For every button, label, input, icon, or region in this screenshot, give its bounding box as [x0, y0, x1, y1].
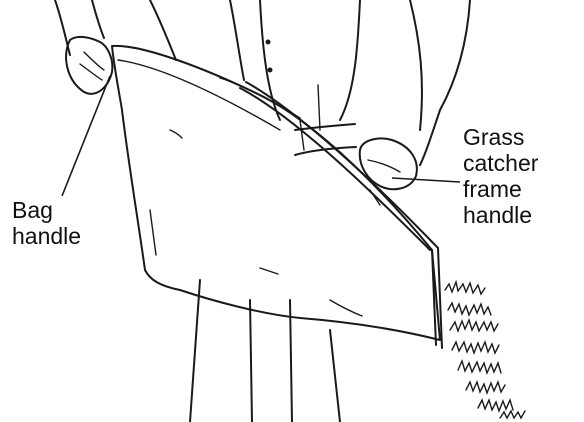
frame-handle-label-line3: frame [463, 176, 522, 202]
bag-handle-label-line2: handle [12, 223, 82, 249]
frame-handle-label-line4: handle [463, 202, 533, 228]
bag-handle-leader [61, 75, 111, 197]
frame-handle-label: Grass catcher frame handle [463, 124, 538, 228]
person-figure [54, 0, 471, 422]
right-hand [358, 137, 418, 191]
frame-handle-label-line1: Grass [463, 124, 525, 150]
grass-clippings [444, 279, 526, 420]
grass-catcher-bag [111, 44, 441, 341]
bag-handle-label: Bag handle [12, 197, 81, 249]
bag-handle-label-line1: Bag [12, 197, 53, 223]
left-hand [65, 35, 114, 95]
catcher-frame [239, 81, 443, 349]
frame-handle-leader [391, 177, 461, 183]
frame-handle-label-line2: catcher [463, 150, 539, 176]
